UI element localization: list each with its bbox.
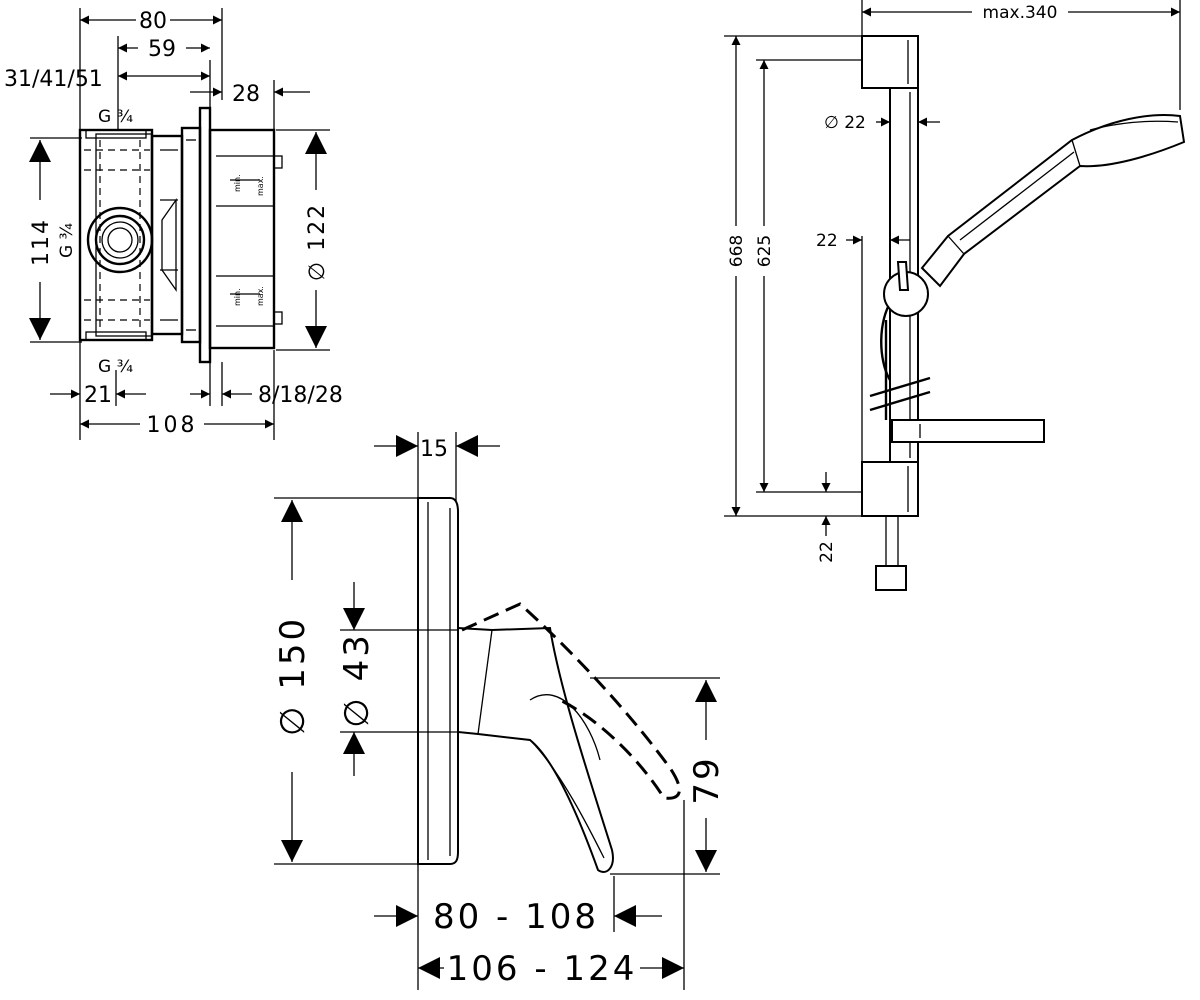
shower-rail-view: max.340 668 625 (722, 0, 1186, 591)
dim-15: 15 (420, 437, 448, 462)
dim-80-108: 80 - 108 (433, 897, 599, 937)
hand-shower (920, 114, 1186, 288)
mixer-side-view: 15 ∅ 150 ∅ 43 79 8 (273, 432, 727, 990)
dim-106-124: 106 - 124 (447, 949, 638, 989)
dim-22-bottom: 22 (817, 541, 837, 563)
dim-21: 21 (84, 383, 112, 408)
dim-114: 114 (29, 218, 54, 266)
mark-max-lower: max. (256, 286, 265, 306)
label-g34-top: G ¾ (98, 107, 133, 127)
dim-625: 625 (755, 235, 775, 267)
dim-d22: ∅ 22 (824, 113, 866, 133)
mark-min-upper: min. (233, 174, 242, 192)
dim-28-box: 28 (232, 82, 260, 107)
dim-79: 79 (687, 755, 727, 804)
mixer-handle (457, 626, 614, 873)
label-g34-bottom: G ¾ (98, 357, 133, 377)
concealed-box-view: 80 59 31/41/51 28 (4, 8, 343, 440)
label-g34-side: G ¾ (57, 223, 77, 258)
dim-59: 59 (148, 37, 176, 62)
hose-end (875, 565, 907, 591)
dim-150: ∅ 150 (273, 616, 313, 736)
dim-668: 668 (727, 235, 747, 267)
dim-108: 108 (147, 413, 198, 438)
dim-max340: max.340 (983, 3, 1058, 23)
cover-plate (417, 497, 459, 865)
dim-43: ∅ 43 (337, 632, 377, 728)
mark-min-lower: min. (233, 288, 242, 306)
dim-122: ∅ 122 (305, 203, 330, 281)
mark-max-upper: max. (256, 176, 265, 196)
wall-bracket-bottom (861, 461, 919, 517)
dim-8-18-28: 8/18/28 (258, 383, 343, 408)
dim-22-mid: 22 (816, 231, 838, 251)
soap-dish (891, 419, 1045, 443)
wall-bracket-top (861, 35, 919, 89)
outlet-connection (86, 206, 154, 274)
dim-31-41-51: 31/41/51 (4, 67, 103, 92)
dim-80: 80 (139, 9, 167, 34)
